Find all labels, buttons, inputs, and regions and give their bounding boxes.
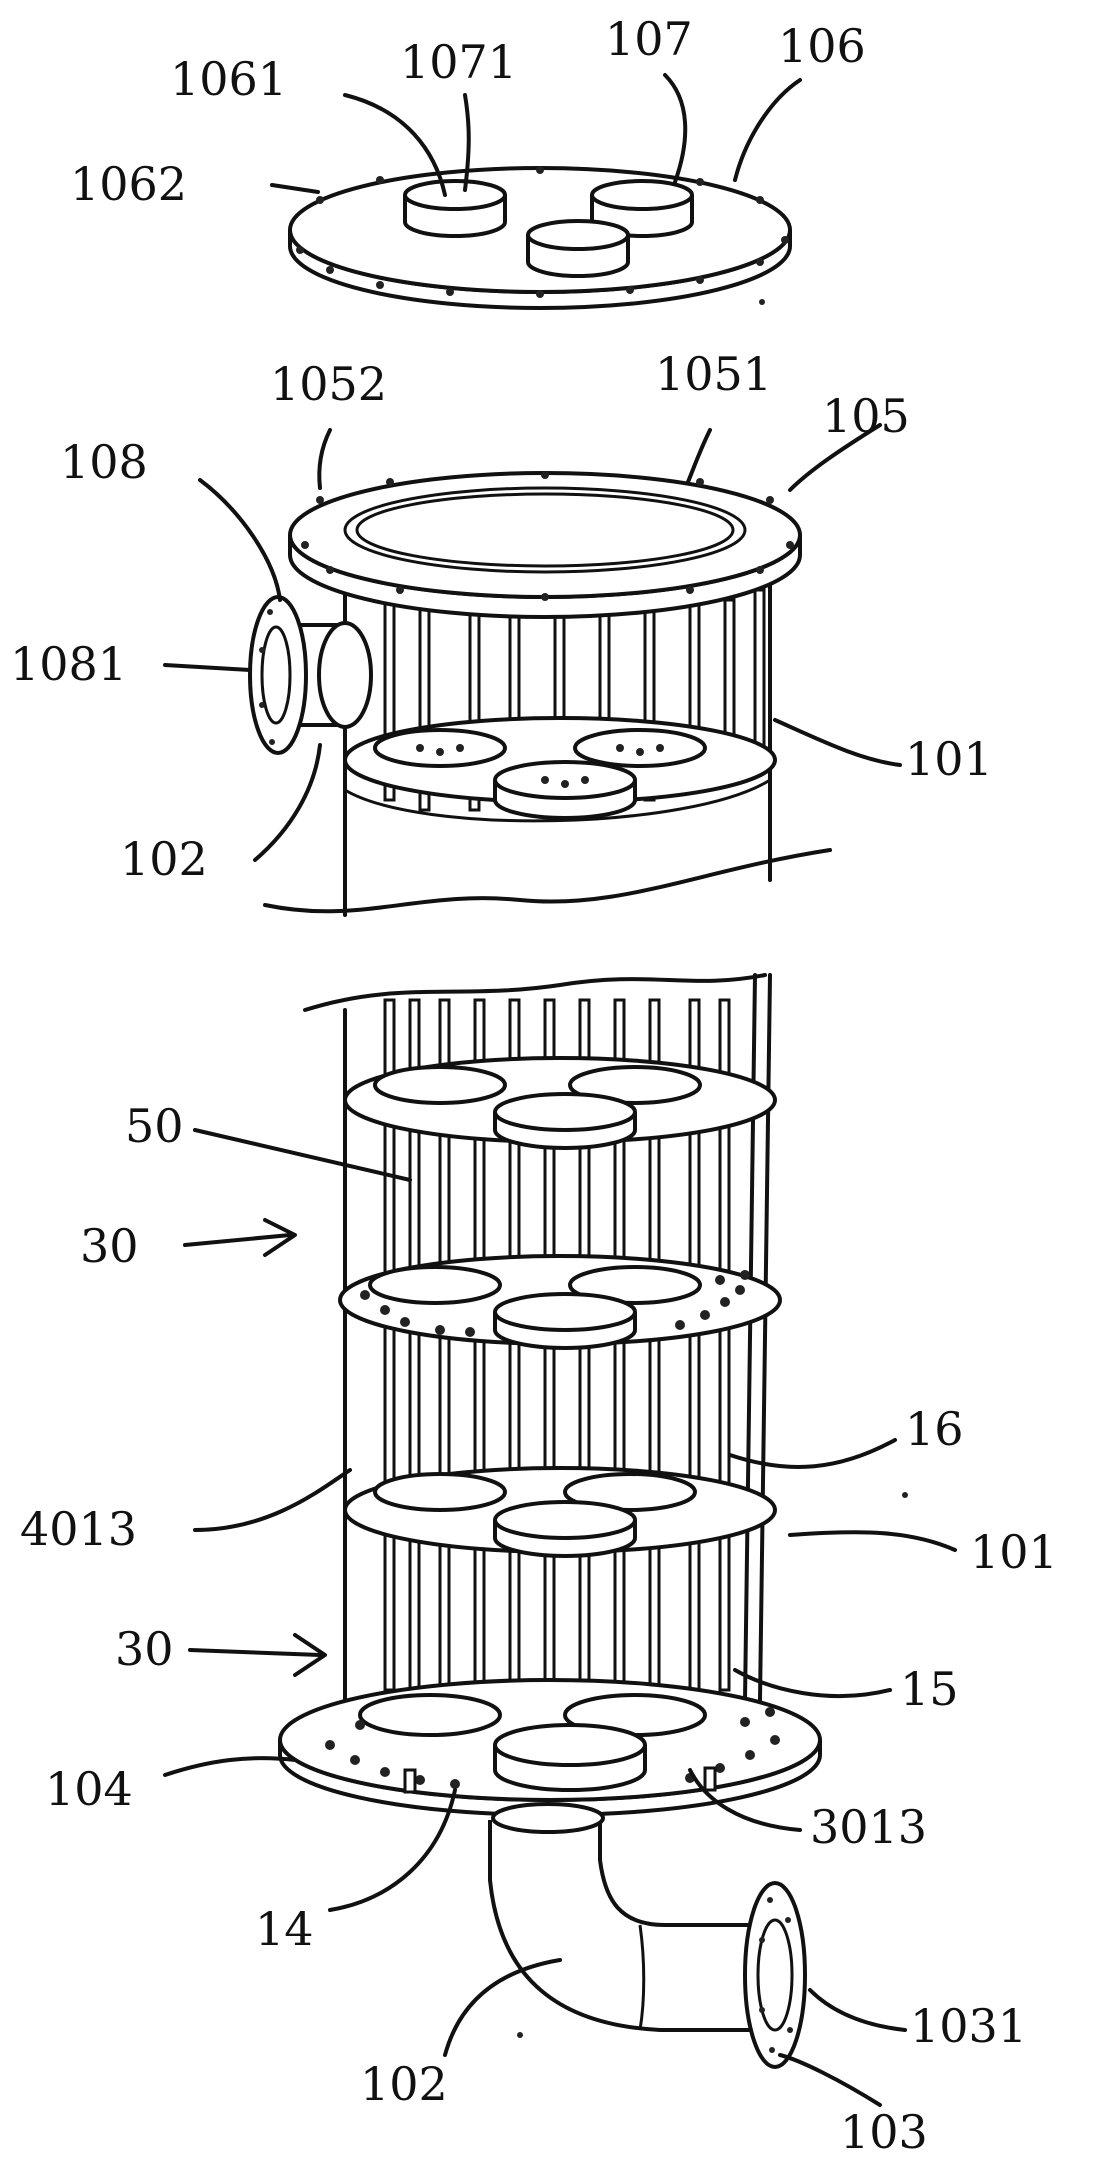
label-106: 106: [778, 19, 866, 73]
label-101-lower: 101: [970, 1525, 1058, 1579]
tray-3: [343, 1466, 777, 1558]
label-102-upper: 102: [120, 832, 208, 886]
label-15: 15: [900, 1662, 959, 1716]
shell-flange: [288, 471, 802, 619]
label-14: 14: [255, 1902, 314, 1956]
label-107: 107: [605, 12, 693, 66]
bottom-plate: [278, 1678, 822, 1817]
label-30-lower: 30: [115, 1622, 174, 1676]
label-102-lower: 102: [360, 2057, 448, 2111]
leader-lines: [163, 73, 957, 2107]
outlet-elbow: [488, 1802, 807, 2069]
label-1051: 1051: [655, 347, 772, 401]
label-108: 108: [60, 435, 148, 489]
label-1031: 1031: [910, 1999, 1027, 2053]
label-3013: 3013: [810, 1800, 927, 1854]
top-cover-plate: [288, 166, 792, 310]
label-30-upper: 30: [80, 1219, 139, 1273]
tray-1: [343, 1056, 777, 1150]
label-1062: 1062: [70, 157, 187, 211]
side-nozzle: [248, 595, 373, 755]
label-1052: 1052: [270, 357, 387, 411]
stray-dots: [517, 299, 908, 2038]
label-103: 103: [840, 2105, 928, 2159]
label-1061: 1061: [170, 52, 287, 106]
label-1081: 1081: [10, 637, 127, 691]
upper-shell: [263, 558, 832, 917]
part-labels: 1061 1071 107 106 1062 1052 1051 105 108…: [10, 12, 1058, 2159]
label-16: 16: [905, 1402, 964, 1456]
label-101-upper: 101: [905, 732, 993, 786]
label-50: 50: [125, 1099, 184, 1153]
label-1071: 1071: [400, 35, 517, 89]
upper-tray: [343, 716, 777, 820]
label-4013: 4013: [20, 1502, 137, 1556]
label-105: 105: [822, 389, 910, 443]
label-104: 104: [45, 1762, 133, 1816]
tray-2: [338, 1254, 782, 1350]
